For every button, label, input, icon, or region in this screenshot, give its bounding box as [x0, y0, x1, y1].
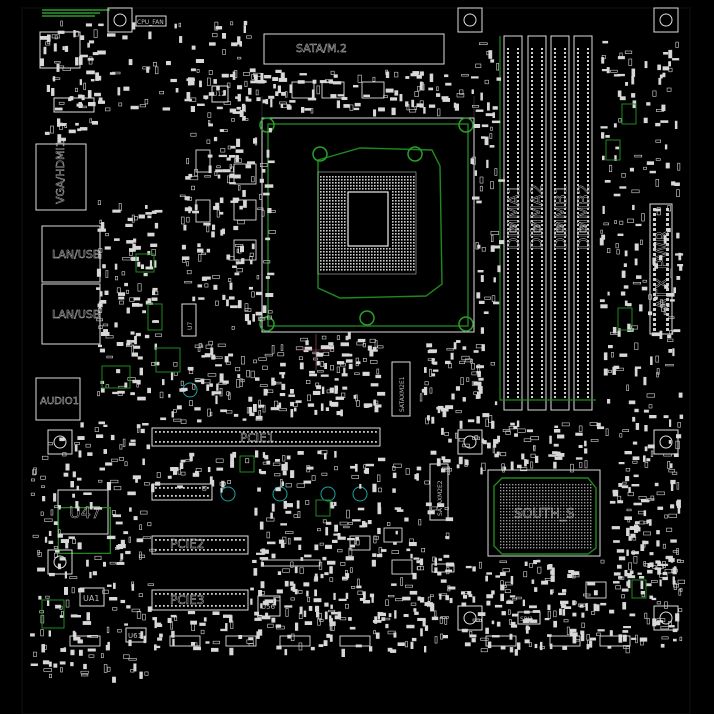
cpu-fan-label: CPU_FAN	[137, 19, 164, 26]
ua1-label: UA1	[83, 594, 99, 603]
sata-ssd-connector[interactable]	[263, 33, 445, 65]
lan-usb-label-1: LAN/USB	[52, 248, 100, 261]
dimm-a2-label: DIMMA2	[527, 184, 546, 250]
vga-hdmi-label: VGA/HDMI1	[54, 140, 67, 204]
audio-label: AUDIO1	[40, 396, 79, 407]
lan-usb-port-2[interactable]	[41, 283, 101, 345]
ua1-chip[interactable]	[79, 587, 105, 607]
cpu-socket[interactable]	[259, 117, 475, 333]
pch-label: SOUTH_S	[514, 507, 574, 522]
top-left-trace	[42, 9, 110, 17]
vga-hdmi-port[interactable]	[35, 143, 87, 211]
pcie2-label: PCIE2	[170, 537, 204, 551]
green-outlines	[41, 103, 647, 629]
u61-label: U61	[128, 632, 142, 640]
smd-components	[30, 20, 685, 683]
dimm-a1-label: DIMMA1	[504, 184, 523, 250]
dimm-b2-label: DIMMB2	[574, 184, 593, 250]
atx-pwr-label: ATX_PWR	[653, 230, 673, 310]
pcie3-label: PCIE3	[170, 593, 204, 607]
pcie-slot-4[interactable]	[151, 589, 249, 611]
u12-label: U12	[213, 91, 225, 98]
u61-chip[interactable]	[125, 627, 147, 643]
pch-chip[interactable]	[487, 469, 601, 557]
vias	[182, 382, 368, 502]
cpu-pin-array	[320, 176, 415, 271]
u47-chip[interactable]	[57, 489, 111, 554]
sata-m2-connector-1[interactable]	[391, 361, 411, 417]
sata-m2-label-2: SATAXM2E2	[437, 480, 444, 516]
u7-chip[interactable]	[181, 303, 197, 337]
pcie-slot-3[interactable]	[151, 535, 249, 555]
sata-ssd-label: SATA/M.2	[296, 42, 347, 55]
u56-label: U56	[261, 603, 276, 611]
pcie-slots[interactable]	[151, 427, 381, 611]
pcie-slot-1[interactable]	[151, 427, 381, 447]
cpu-fan-header[interactable]	[135, 15, 167, 27]
lan-usb-label-2: LAN/USB	[52, 308, 100, 321]
u7-label: U7	[187, 322, 194, 330]
audio-port[interactable]	[35, 377, 81, 421]
dimm-b1-label: DIMMB1	[551, 184, 570, 250]
dimm-slots[interactable]	[499, 35, 596, 411]
sata-m2-label-1: SATAXM2E1	[399, 376, 406, 412]
pcie1-label: PCIE1	[240, 431, 274, 445]
u47-label: U47	[69, 503, 101, 522]
